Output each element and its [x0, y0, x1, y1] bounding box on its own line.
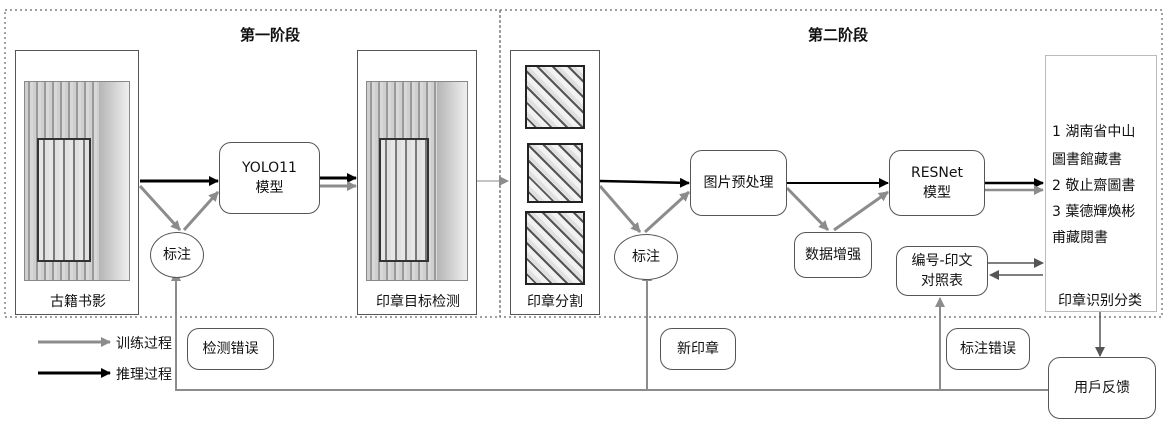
yolo-model-suffix: 模型: [256, 178, 284, 198]
ancient-book-label: 古籍书影: [50, 291, 106, 311]
annotation-error-box: 标注错误: [946, 328, 1030, 370]
result-line-1: 1 湖南省中山: [1052, 118, 1135, 146]
arrow-annotate-to-preprocess: [645, 192, 689, 232]
new-seal-box: 新印章: [660, 328, 736, 370]
data-augmentation-box: 数据增强: [794, 232, 872, 278]
arrow-seg-to-annotate: [600, 186, 640, 232]
annotate-node-2: 标注: [614, 234, 678, 280]
result-line-5: 甫藏閱書: [1052, 224, 1108, 252]
seal-image-1: [525, 65, 585, 129]
mapping-table-box: 编号-印文 对照表: [896, 246, 988, 296]
seal-detection-label: 印章目标检测: [376, 291, 460, 311]
classification-results-box: 1 湖南省中山 圖書館藏書 2 敬止齋圖書 3 葉德輝煥彬 甫藏閱書 印章识别分…: [1045, 55, 1157, 312]
arrow-augment-to-resnet: [834, 192, 888, 230]
preprocess-box: 图片预处理: [690, 150, 787, 216]
ancient-book-box: 古籍书影: [15, 50, 139, 315]
arrow-preprocess-to-augment: [787, 188, 828, 230]
resnet-model-name: RESNet: [911, 163, 963, 183]
seal-detection-box: 印章目标检测: [357, 50, 477, 315]
result-line-2: 圖書館藏書: [1052, 146, 1122, 174]
detection-error-box: 检测错误: [187, 328, 274, 370]
resnet-model-suffix: 模型: [923, 183, 951, 203]
resnet-model-box: RESNet 模型: [889, 150, 985, 216]
legend-inference-label: 推理过程: [116, 364, 172, 384]
legend-training-label: 训练过程: [116, 333, 172, 353]
yolo-model-name: YOLO11: [242, 158, 297, 178]
seal-segmentation-box: 印章分割: [510, 50, 600, 315]
result-line-4: 3 葉德輝煥彬: [1052, 198, 1135, 226]
mapping-table-line2: 对照表: [921, 271, 963, 291]
user-feedback-box: 用戶反馈: [1048, 357, 1156, 419]
annotate-node-1: 标注: [150, 232, 204, 278]
arrow-book-to-annotate: [140, 186, 180, 230]
result-line-3: 2 敬止齋圖書: [1052, 172, 1135, 200]
stage1-title: 第一阶段: [240, 24, 300, 45]
mapping-table-line1: 编号-印文: [911, 251, 972, 271]
seal-segmentation-label: 印章分割: [527, 291, 583, 311]
seal-image-2: [527, 143, 583, 203]
arrow-annotate-to-yolo: [184, 192, 218, 230]
stage2-title: 第二阶段: [808, 24, 868, 45]
ancient-book-image: [24, 81, 130, 281]
seal-detection-image: [366, 81, 468, 281]
seal-image-3: [525, 211, 585, 285]
classification-results-label: 印章识别分类: [1058, 290, 1142, 310]
yolo-model-box: YOLO11 模型: [219, 142, 320, 214]
arrow-seg-to-preprocess-inference: [600, 181, 689, 183]
